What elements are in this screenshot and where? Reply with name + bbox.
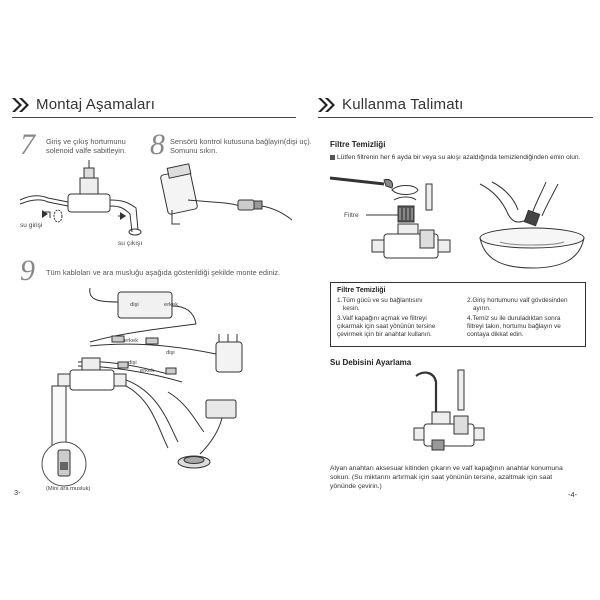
filter-cleaning-note: Lütfen filtrenin her 6 ayda bir veya su … bbox=[330, 154, 590, 163]
item1-line2: kesin. bbox=[343, 305, 360, 312]
step9-number: 9 bbox=[20, 254, 35, 287]
item3-line2: çıkarmak için saat yönünün tersine bbox=[337, 323, 436, 330]
step9-text: Tüm kabloları ve ara musluğu aşağıda gös… bbox=[46, 268, 281, 277]
hex-key-valve-illustration bbox=[410, 366, 500, 458]
step8-text-line1: Sensörü kontrol kutusuna bağlayın(dişi u… bbox=[170, 137, 312, 146]
mini-valve-inset bbox=[40, 440, 88, 488]
item2-line1: 2.Giriş hortumunu valf gövdesinden bbox=[467, 297, 568, 304]
wiring-label-male-3: erkek bbox=[140, 368, 155, 374]
flow-text-line3: yönünde çevirin.) bbox=[330, 483, 382, 490]
filter-box-item-4: 4.Temiz su ile duruladıktan sonra filtre… bbox=[467, 315, 585, 339]
item1-line1: 1.Tüm gücü ve su bağlantısını bbox=[337, 297, 423, 304]
step8-text-line2: Somunu sıkın. bbox=[170, 146, 218, 155]
step8-sensor-illustration bbox=[158, 162, 293, 247]
water-outlet-label: su çıkışı bbox=[118, 240, 143, 247]
right-header-title: Kullanma Talimatı bbox=[342, 96, 464, 113]
filter-box-item-1: 1.Tüm gücü ve su bağlantısını kesin. bbox=[337, 297, 457, 313]
rinse-bowl-illustration bbox=[472, 180, 592, 272]
note-square-bullet-icon bbox=[330, 154, 335, 160]
filter-box-item-2: 2.Giriş hortumunu valf gövdesinden ayırı… bbox=[467, 297, 585, 313]
flow-text-line2: sokun. (Su miktarını artırmak için saat … bbox=[330, 474, 553, 481]
filter-cleaning-title: Filtre Temizliği bbox=[330, 140, 386, 149]
step7-text-line2: solenoid valfe sabitleyin. bbox=[46, 146, 127, 155]
wiring-label-male-1: erkek bbox=[164, 302, 179, 308]
step9-wiring-illustration bbox=[18, 282, 288, 487]
wiring-label-female-1: dişi bbox=[130, 302, 139, 308]
filter-label: Filtre bbox=[344, 212, 359, 219]
flow-text-line1: Alyan anahtarı aksesuar kitinden çıkarın… bbox=[330, 465, 563, 472]
filter-box-title: Filtre Temizliği bbox=[337, 287, 386, 294]
step7-text: Giriş ve çıkış hortumunu solenoid valfe … bbox=[46, 137, 126, 155]
wiring-label-male-2: erkek bbox=[124, 338, 139, 344]
item4-line3: contaya dikkat edin. bbox=[467, 331, 524, 338]
double-chevron-right-icon bbox=[318, 97, 335, 112]
item3-line1: 3.Valf kapağını açmak ve filtreyi bbox=[337, 315, 427, 322]
item3-line3: çevirmek için bir anahtar kullanın. bbox=[337, 331, 432, 338]
filter-cleaning-note-text: Lütfen filtrenin her 6 ayda bir veya su … bbox=[337, 154, 581, 161]
item2-line2: ayırın. bbox=[473, 305, 491, 312]
step8-text: Sensörü kontrol kutusuna bağlayın(dişi u… bbox=[170, 137, 312, 155]
right-section-header: Kullanma Talimatı bbox=[318, 96, 464, 113]
item4-line1: 4.Temiz su ile duruladıktan sonra bbox=[467, 315, 561, 322]
mini-valve-caption: (Mini ara musluk) bbox=[46, 486, 91, 492]
flow-adjust-title: Su Debisini Ayarlama bbox=[330, 358, 412, 367]
right-page-number: -4- bbox=[568, 490, 578, 499]
wiring-label-female-2: dişi bbox=[166, 350, 175, 356]
item4-line2: filtreyi takın, hortumu bağlayın ve bbox=[467, 323, 561, 330]
water-inlet-label: su girişi bbox=[20, 222, 43, 229]
step7-valve-illustration bbox=[18, 160, 148, 250]
step7-number: 7 bbox=[20, 128, 35, 161]
wiring-label-female-3: dişi bbox=[128, 360, 137, 366]
flow-adjust-text: Alyan anahtarı aksesuar kitinden çıkarın… bbox=[330, 464, 592, 491]
left-header-title: Montaj Aşamaları bbox=[36, 96, 156, 113]
filter-cleaning-box: Filtre Temizliği 1.Tüm gücü ve su bağlan… bbox=[330, 282, 586, 347]
left-page-number: 3- bbox=[14, 488, 21, 497]
right-header-rule bbox=[318, 117, 593, 118]
step8-number: 8 bbox=[150, 128, 165, 161]
double-chevron-right-icon bbox=[12, 97, 29, 112]
filter-box-item-3: 3.Valf kapağını açmak ve filtreyi çıkarm… bbox=[337, 315, 465, 339]
step7-text-line1: Giriş ve çıkış hortumunu bbox=[46, 137, 126, 146]
filter-exploded-illustration bbox=[326, 170, 456, 278]
left-section-header: Montaj Aşamaları bbox=[12, 96, 155, 113]
left-header-rule bbox=[12, 117, 296, 118]
